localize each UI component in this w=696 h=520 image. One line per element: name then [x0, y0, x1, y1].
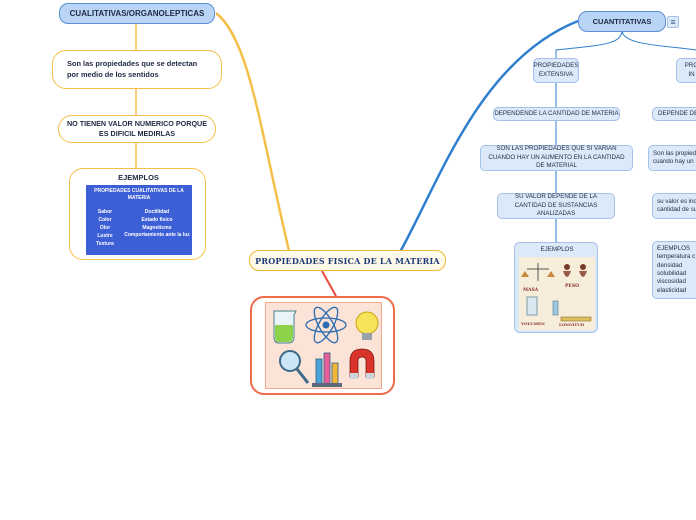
- science-illustration: [265, 302, 382, 389]
- table-right-column: Ductilidad Estado fisico Magnetismo Comp…: [124, 208, 190, 238]
- table-right-item: Estado fisico: [141, 217, 173, 223]
- extensiva-depend-node[interactable]: DEPENDENDE LA CANTIDAD DE MATERIA: [493, 107, 620, 121]
- cualitativas-title: CUALITATIVAS/ORGANOLEPTICAS: [69, 9, 205, 18]
- intensiva-definition-node[interactable]: Son las propied cuando hay un: [648, 145, 696, 171]
- label-longitud: LONGITUD: [559, 322, 585, 327]
- intensiva-depend: DEPENDE DE: [658, 109, 696, 117]
- measurement-illustration: MASA PESO VOLUMEN LONGITUD: [519, 257, 595, 330]
- cualitativas-examples-title: EJEMPLOS: [118, 173, 159, 182]
- extensiva-value-node[interactable]: SU VALOR DEPENDE DE LA CANTIDAD DE SUSTA…: [497, 193, 615, 219]
- table-left-item: Sabor: [97, 209, 113, 215]
- label-peso: PESO: [565, 284, 579, 289]
- intensiva-title-line1: PRO: [684, 62, 696, 70]
- intensiva-definition-line1: Son las propied: [653, 149, 696, 157]
- extensiva-title: PROPIEDADES EXTENSIVA: [533, 62, 579, 78]
- label-volumen: VOLUMEN: [521, 321, 545, 326]
- no-value-node[interactable]: NO TIENEN VALOR NUMERICO PORQUE ES DIFIC…: [58, 115, 216, 143]
- intensiva-value-line1: su valor es ind: [657, 197, 696, 205]
- cuantitativas-title: CUANTITATIVAS: [592, 17, 652, 26]
- table-right-item: Magnetismo: [142, 225, 172, 231]
- intensiva-value-line2: cantidad de su: [657, 206, 696, 213]
- table-left-item: Olor: [99, 225, 111, 231]
- extensiva-depend: DEPENDENDE LA CANTIDAD DE MATERIA: [494, 109, 619, 117]
- science-image-node[interactable]: [250, 296, 395, 395]
- intensiva-example: elasticidad: [657, 286, 687, 294]
- intensiva-node[interactable]: PRO IN: [676, 58, 696, 83]
- cuantitativas-node[interactable]: CUANTITATIVAS: [578, 11, 666, 32]
- intensiva-examples-node[interactable]: EJEMPLOS temperatura c densidad solubili…: [652, 241, 696, 299]
- extensiva-examples-title: EJEMPLOS: [540, 246, 574, 253]
- cualitativas-definition: Son las propiedades que se detectan por …: [67, 58, 198, 79]
- extensiva-value: SU VALOR DEPENDE DE LA CANTIDAD DE SUSTA…: [514, 193, 598, 218]
- table-left-item: Lustre: [97, 233, 113, 239]
- table-title: PROPIEDADES CUALITATIVAS DE LA MATERIA: [94, 188, 184, 201]
- central-topic[interactable]: PROPIEDADES FISICA DE LA MATERIA: [249, 250, 446, 271]
- no-value-text: NO TIENEN VALOR NUMERICO PORQUE ES DIFIC…: [66, 118, 208, 138]
- cualitativas-examples-node[interactable]: EJEMPLOS PROPIEDADES CUALITATIVAS DE LA …: [69, 168, 206, 260]
- intensiva-example: EJEMPLOS: [657, 245, 691, 252]
- intensiva-depend-node[interactable]: DEPENDE DE: [652, 107, 696, 121]
- extensiva-definition-node[interactable]: SON LAS PROPIEDADES QUE SI VARIAN CUANDO…: [480, 145, 633, 171]
- central-title: PROPIEDADES FISICA DE LA MATERIA: [255, 255, 440, 266]
- qualitative-properties-table: PROPIEDADES CUALITATIVAS DE LA MATERIA S…: [86, 185, 192, 255]
- intensiva-example: temperatura c: [657, 253, 696, 261]
- intensiva-example: densidad: [657, 261, 683, 269]
- table-right-item: Ductilidad: [144, 209, 170, 215]
- extensiva-definition: SON LAS PROPIEDADES QUE SI VARIAN CUANDO…: [488, 145, 625, 170]
- label-masa: MASA: [523, 288, 539, 293]
- table-left-item: Color: [98, 217, 112, 223]
- intensiva-title-line2: IN: [688, 70, 695, 78]
- table-left-column: Sabor Color Olor Lustre Textura: [89, 208, 121, 248]
- intensiva-definition-line2: cuando hay un: [653, 158, 694, 165]
- cualitativas-node[interactable]: CUALITATIVAS/ORGANOLEPTICAS: [59, 3, 215, 24]
- extensiva-examples-node[interactable]: EJEMPLOS MASA PESO VOLUMEN LONGITUD: [514, 242, 598, 333]
- intensiva-example: solubilidad: [657, 270, 687, 278]
- table-left-item: Textura: [96, 241, 114, 247]
- cualitativas-definition-node[interactable]: Son las propiedades que se detectan por …: [52, 50, 222, 89]
- table-right-item: Comportamiento ante la luz: [124, 232, 190, 238]
- extensiva-node[interactable]: PROPIEDADES EXTENSIVA: [533, 58, 579, 83]
- menu-icon[interactable]: ≡: [667, 16, 679, 28]
- intensiva-example: viscosidad: [657, 278, 686, 286]
- intensiva-value-node[interactable]: su valor es ind cantidad de su: [652, 193, 696, 219]
